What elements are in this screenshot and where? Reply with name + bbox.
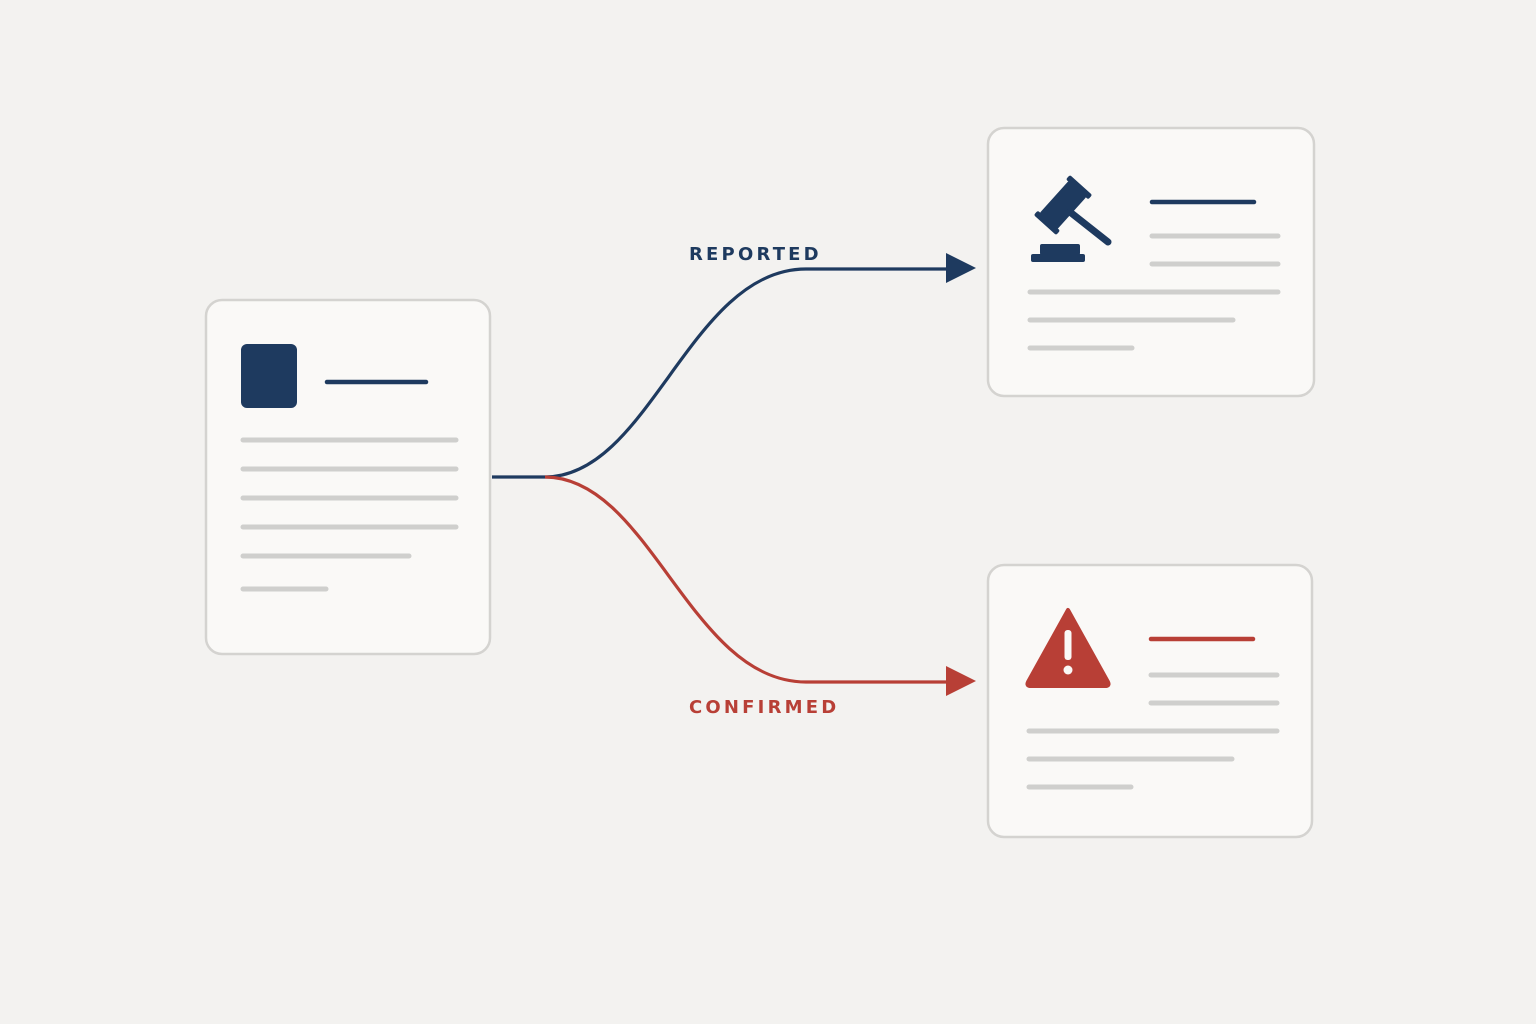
reported-label: REPORTED bbox=[689, 244, 822, 265]
reported-path bbox=[492, 267, 948, 479]
reported-connector bbox=[492, 253, 976, 479]
confirmed-path bbox=[544, 475, 948, 684]
gavel-icon bbox=[1031, 175, 1112, 262]
warning-triangle-icon bbox=[1025, 608, 1111, 688]
source-document-card bbox=[204, 298, 492, 656]
legal-action-card bbox=[986, 126, 1316, 398]
reported-arrowhead bbox=[946, 253, 976, 283]
warning-card bbox=[986, 563, 1314, 839]
document-square-icon bbox=[241, 344, 297, 408]
confirmed-label: CONFIRMED bbox=[689, 697, 839, 718]
confirmed-arrowhead bbox=[946, 666, 976, 696]
confirmed-connector bbox=[544, 475, 976, 696]
